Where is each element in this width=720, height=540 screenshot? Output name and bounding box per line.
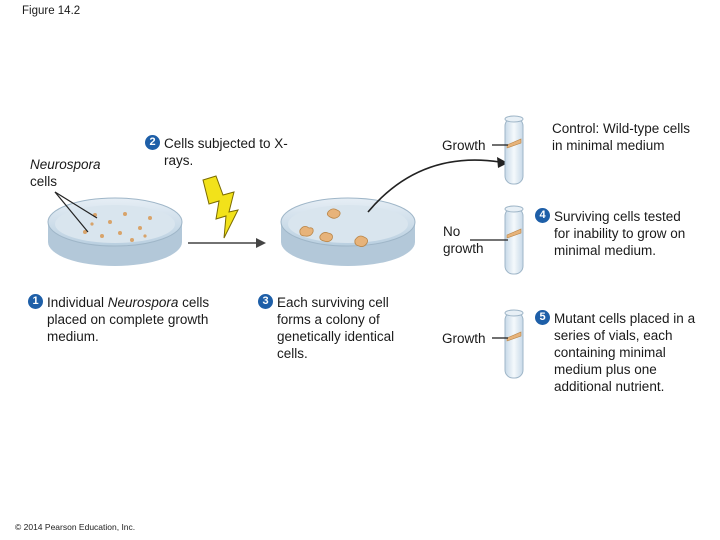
step-1-badge: 1 xyxy=(28,294,43,309)
step-4-badge: 4 xyxy=(535,208,550,223)
step-1-text: Individual Neurospora cells placed on co… xyxy=(47,295,210,344)
step-2-text: Cells subjected to X-rays. xyxy=(164,136,288,168)
colonies xyxy=(299,208,368,247)
step-5-badge: 5 xyxy=(535,310,550,325)
vial-control xyxy=(504,115,524,185)
petri-dish-complete-medium xyxy=(47,197,183,266)
neurospora-cells xyxy=(83,212,152,242)
step-2-label: 2 Cells subjected to X-rays. xyxy=(145,135,290,169)
vial-label-growth-bottom: Growth xyxy=(442,331,486,346)
arrow-to-vials xyxy=(367,157,508,213)
pointer-lines xyxy=(54,191,98,233)
step-4-text: Surviving cells tested for inability to … xyxy=(554,209,686,258)
vial-bottom xyxy=(504,309,524,379)
step-3-badge: 3 xyxy=(258,294,273,309)
petri-dish-colonies xyxy=(280,197,416,266)
vial-middle xyxy=(504,205,524,275)
control-label: Control: Wild-type cells in minimal medi… xyxy=(552,121,691,153)
step-2-badge: 2 xyxy=(145,135,160,150)
step-5-label: 5 Mutant cells placed in a series of via… xyxy=(535,310,700,395)
vial-leader-lines xyxy=(470,144,508,339)
copyright-notice: © 2014 Pearson Education, Inc. xyxy=(15,522,136,532)
neurospora-italic: Neurospora xyxy=(30,157,101,172)
cells-word: cells xyxy=(30,174,58,189)
step-3-label: 3 Each surviving cell forms a colony of … xyxy=(258,294,398,362)
step-5-text: Mutant cells placed in a series of vials… xyxy=(554,311,696,394)
step-4-label: 4 Surviving cells tested for inability t… xyxy=(535,208,695,259)
arrow-dish1-to-dish2 xyxy=(188,238,266,248)
vial-label-growth-top: Growth xyxy=(442,138,486,153)
vial-label-no-growth: No growth xyxy=(443,224,484,256)
neurospora-cells-label: Neurospora cells xyxy=(30,156,130,190)
step-1-label: 1 Individual Neurospora cells placed on … xyxy=(28,294,238,345)
figure-label: Figure 14.2 xyxy=(22,5,81,17)
step-3-text: Each surviving cell forms a colony of ge… xyxy=(277,295,395,361)
xray-lightning-icon xyxy=(202,175,239,239)
